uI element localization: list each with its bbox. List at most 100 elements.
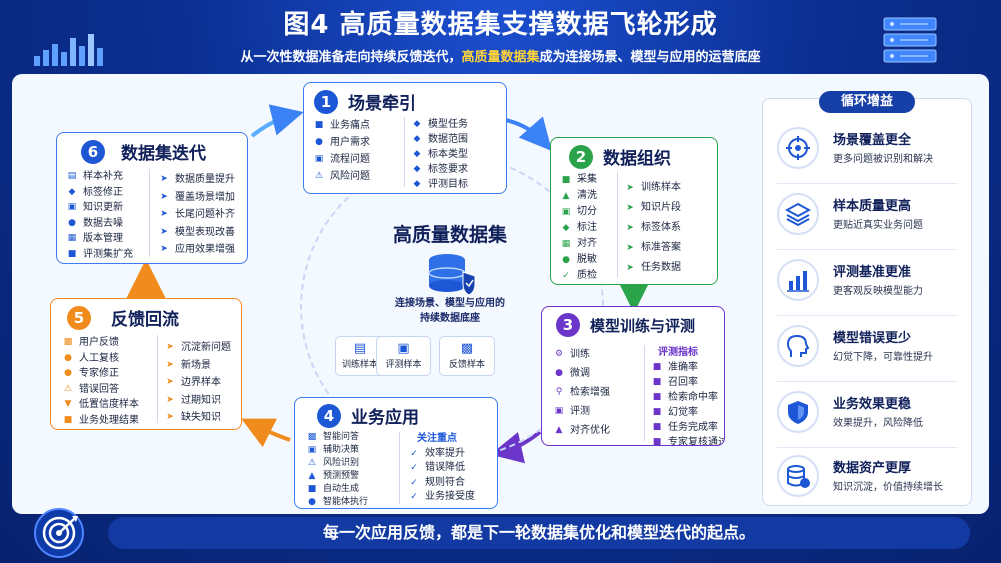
gain-desc: 知识沉淀，价值持续增长 bbox=[833, 482, 943, 493]
list-item: ✓规则符合 bbox=[409, 476, 475, 491]
list-item: ▤样本补充 bbox=[67, 169, 133, 185]
list-item: ➤沉淀新问题 bbox=[165, 339, 231, 357]
list-item: ■采集 bbox=[561, 172, 597, 188]
chevron-right-icon: ➤ bbox=[166, 377, 174, 387]
subtitle-post: 成为连接场景、模型与应用的运营底座 bbox=[539, 50, 761, 65]
gain-item: 样本质量更高 更贴近真实业务问题 bbox=[777, 189, 963, 243]
gain-desc: 效果提升，风险降低 bbox=[833, 418, 923, 429]
gain-desc: 幻觉下降，可靠性提升 bbox=[833, 352, 933, 363]
chevron-right-icon: ➤ bbox=[166, 342, 174, 352]
diamond-bullet-icon: ◆ bbox=[413, 119, 421, 129]
footer-text: 每一次应用反馈，都是下一轮数据集优化和模型迭代的起点。 bbox=[322, 523, 755, 542]
list-item: ✓效率提升 bbox=[409, 447, 475, 462]
generate-icon: ■ bbox=[307, 484, 317, 494]
gain-title: 场景覆盖更全 bbox=[833, 133, 912, 148]
step-number: 2 bbox=[569, 144, 593, 169]
result-icon: ■ bbox=[63, 414, 73, 425]
list-item: ▲对齐优化 bbox=[554, 421, 610, 440]
list-item: ◆标签修正 bbox=[67, 185, 133, 201]
tag-icon: ◆ bbox=[68, 186, 76, 197]
card-feedback-return: 5 反馈回流 ▩用户反馈 ●人工复核 ●专家修正 ⚠错误回答 ▼低置信度样本 ■… bbox=[50, 298, 242, 430]
step-number: 5 bbox=[67, 305, 91, 330]
list-item: ◆评测目标 bbox=[413, 179, 468, 190]
list-item: ●微调 bbox=[554, 364, 610, 383]
clipboard-icon: ▣ bbox=[397, 341, 410, 356]
gain-item: 评测基准更准 更客观反映模型能力 bbox=[777, 255, 963, 309]
gain-desc: 更客观反映模型能力 bbox=[833, 286, 923, 297]
chevron-right-icon: ➤ bbox=[626, 203, 634, 213]
card-title: 数据集迭代 bbox=[121, 144, 206, 164]
step-number: 1 bbox=[314, 89, 338, 114]
arrow-3-to-4 bbox=[490, 430, 542, 464]
diamond-bullet-icon: ◆ bbox=[413, 134, 421, 144]
hub-box-feedback: ▩反馈样本 bbox=[439, 336, 495, 376]
card-title: 模型训练与评测 bbox=[590, 316, 696, 335]
list-item: ▩智能问答 bbox=[307, 432, 360, 442]
card-title: 场景牵引 bbox=[348, 94, 416, 114]
expand-icon: ■ bbox=[67, 248, 77, 259]
card-title: 业务应用 bbox=[351, 408, 419, 428]
gain-title: 模型错误更少 bbox=[833, 331, 912, 346]
shield-icon bbox=[777, 391, 819, 433]
list-item: ➤过期知识 bbox=[165, 392, 231, 410]
card-data-organization: 2 数据组织 ■采集 ▲清洗 ▣切分 ◆标注 ▦对齐 ●脱敏 ✓质检 ➤训练样本… bbox=[550, 137, 718, 285]
list-item: ⚠风险识别 bbox=[307, 458, 360, 468]
list-item: ▼低置信度样本 bbox=[63, 397, 139, 413]
clean-icon: ▲ bbox=[562, 191, 570, 201]
list-item: ■检索命中率 bbox=[652, 392, 718, 403]
square-bullet-icon: ■ bbox=[652, 407, 662, 417]
eval-icon: ▣ bbox=[554, 406, 564, 416]
chevron-right-icon: ➤ bbox=[160, 174, 168, 184]
chevron-right-icon: ➤ bbox=[160, 226, 168, 237]
gain-desc: 更多问题被识别和解决 bbox=[833, 154, 933, 165]
gain-item: 模型错误更少 幻觉下降，可靠性提升 bbox=[777, 321, 963, 375]
list-item: ●专家修正 bbox=[63, 366, 139, 382]
subtitle-highlight: 高质量数据集 bbox=[461, 50, 540, 65]
list-item: ➤应用效果增强 bbox=[159, 241, 235, 259]
list-item: ●脱敏 bbox=[561, 252, 597, 268]
hub-box-label: 训练样本 bbox=[341, 360, 378, 370]
check-icon: ✓ bbox=[410, 463, 418, 473]
align-icon: ▦ bbox=[561, 239, 571, 249]
gain-title: 样本质量更高 bbox=[833, 199, 912, 214]
square-bullet-icon: ■ bbox=[652, 377, 662, 387]
list-item: ◆数据范围 bbox=[413, 134, 468, 145]
gain-item: 业务效果更稳 效果提升，风险降低 bbox=[777, 387, 963, 441]
chat-icon: ▩ bbox=[63, 337, 73, 347]
list-item: ▦版本管理 bbox=[67, 231, 133, 247]
layers-icon bbox=[777, 193, 819, 235]
step-number: 4 bbox=[317, 403, 341, 428]
gain-item: 数据资产更厚 知识沉淀，价值持续增长 bbox=[777, 451, 963, 505]
cycle-gains-title: 循环增益 bbox=[819, 91, 915, 113]
list-item: ⚠风险问题 bbox=[314, 168, 370, 185]
step-number: 3 bbox=[556, 313, 580, 337]
list-item: ◆标签要求 bbox=[413, 164, 468, 175]
metrics-heading: 评测指标 bbox=[658, 347, 698, 358]
list-item: ▣知识更新 bbox=[67, 200, 133, 216]
card-model-training: 3 模型训练与评测 ⚙训练 ●微调 ⚲检索增强 ▣评测 ▲对齐优化 评测指标 ■… bbox=[541, 306, 725, 446]
server-stack-icon bbox=[883, 17, 937, 63]
check-icon: ✓ bbox=[410, 477, 418, 488]
list-item: ●人工复核 bbox=[63, 351, 139, 367]
low-confidence-icon: ▼ bbox=[64, 399, 72, 409]
list-item: ▩用户反馈 bbox=[63, 335, 139, 351]
alert-icon: ⚠ bbox=[314, 171, 324, 181]
hub-box-eval: ▣ 评测样本 bbox=[376, 336, 431, 376]
chat-icon: ▩ bbox=[460, 341, 474, 356]
book-icon: ▣ bbox=[67, 202, 77, 212]
list-item: ➤覆盖场景增加 bbox=[159, 189, 235, 207]
card-title: 数据组织 bbox=[603, 149, 671, 169]
diamond-bullet-icon: ◆ bbox=[413, 149, 421, 159]
hub-box-label: 评测样本 bbox=[385, 360, 422, 370]
list-item: ■召回率 bbox=[652, 377, 698, 388]
list-item: ▲预测预警 bbox=[308, 471, 360, 481]
flow-icon: ▣ bbox=[314, 154, 324, 164]
list-item: ▣切分 bbox=[561, 204, 597, 220]
chevron-right-icon: ➤ bbox=[166, 394, 174, 405]
briefcase-icon: ■ bbox=[314, 120, 324, 130]
list-item: ✓错误降低 bbox=[409, 461, 475, 476]
head-icon bbox=[777, 325, 819, 367]
list-item: ➤模型表现改善 bbox=[159, 224, 235, 242]
